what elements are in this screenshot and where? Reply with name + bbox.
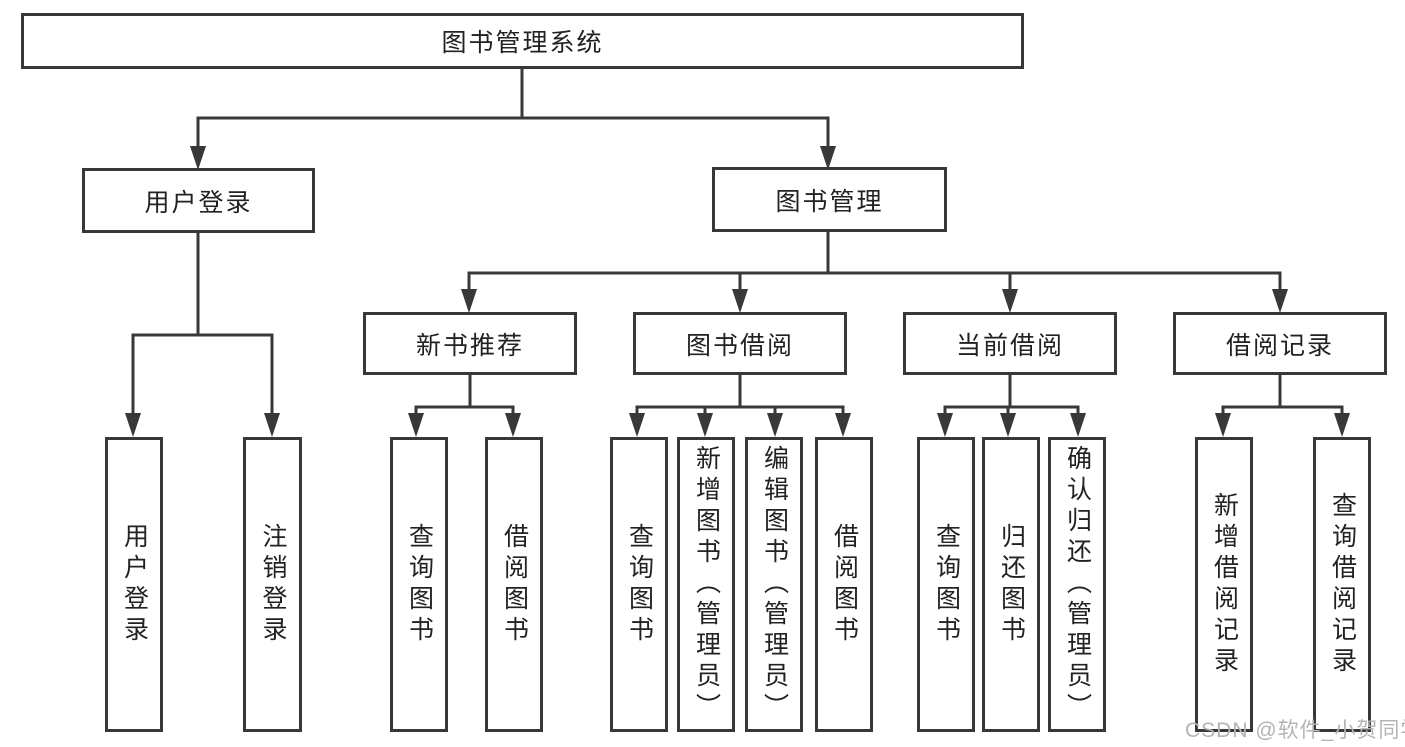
- leaf-edit-book-admin: 编辑图书（管理员）: [745, 437, 803, 732]
- leaf-query-book-current: 查询图书: [917, 437, 975, 732]
- leaf-add-book-admin: 新增图书（管理员）: [677, 437, 735, 732]
- arrow-down-icon: [125, 413, 141, 437]
- arrowheads: [125, 146, 1350, 437]
- arrow-down-icon: [461, 289, 477, 313]
- node-book-management: 图书管理: [712, 167, 947, 232]
- arrow-down-icon: [835, 413, 851, 437]
- arrow-down-icon: [1215, 413, 1231, 437]
- arrow-down-icon: [1070, 413, 1086, 437]
- leaf-query-borrow-record: 查询借阅记录: [1313, 437, 1371, 732]
- leaf-confirm-return-admin-label: 确认归还（管理员）: [1063, 445, 1092, 724]
- arrow-down-icon: [629, 413, 645, 437]
- leaf-return-book-label: 归还图书: [997, 522, 1026, 647]
- leaf-query-borrow-record-label: 查询借阅记录: [1328, 491, 1357, 678]
- leaf-query-book-borrow-label: 查询图书: [625, 522, 654, 647]
- leaf-add-borrow-record-label: 新增借阅记录: [1210, 491, 1239, 678]
- csdn-watermark: CSDN @软件_小贺同学: [1185, 719, 1405, 742]
- arrow-down-icon: [1272, 289, 1288, 313]
- leaf-return-book: 归还图书: [982, 437, 1040, 732]
- leaf-borrow-book: 借阅图书: [815, 437, 873, 732]
- arrow-down-icon: [1000, 413, 1016, 437]
- arrow-down-icon: [264, 413, 280, 437]
- node-current-borrow: 当前借阅: [903, 312, 1117, 375]
- connector-paths: [131, 69, 1344, 433]
- leaf-user-login: 用户登录: [105, 437, 163, 732]
- leaf-query-book-newbook: 查询图书: [390, 437, 448, 732]
- leaf-add-book-admin-label: 新增图书（管理员）: [692, 445, 721, 724]
- arrow-down-icon: [505, 413, 521, 437]
- leaf-borrow-book-newbook: 借阅图书: [485, 437, 543, 732]
- arrow-down-icon: [1002, 289, 1018, 313]
- node-library-management-system: 图书管理系统: [21, 13, 1024, 69]
- leaf-query-book-current-label: 查询图书: [932, 522, 961, 647]
- leaf-query-book-borrow: 查询图书: [610, 437, 668, 732]
- node-book-borrow: 图书借阅: [633, 312, 847, 375]
- leaf-edit-book-admin-label: 编辑图书（管理员）: [760, 445, 789, 724]
- leaf-add-borrow-record: 新增借阅记录: [1195, 437, 1253, 732]
- leaf-logout: 注销登录: [243, 437, 302, 732]
- arrow-down-icon: [408, 413, 424, 437]
- leaf-borrow-book-newbook-label: 借阅图书: [500, 522, 529, 647]
- arrow-down-icon: [937, 413, 953, 437]
- arrow-down-icon: [767, 413, 783, 437]
- leaf-logout-label: 注销登录: [259, 522, 287, 647]
- leaf-query-book-newbook-label: 查询图书: [405, 522, 434, 647]
- node-user-login: 用户登录: [82, 168, 315, 233]
- arrow-down-icon: [1334, 413, 1350, 437]
- node-new-book-recommend: 新书推荐: [363, 312, 577, 375]
- arrow-down-icon: [697, 413, 713, 437]
- node-borrow-record: 借阅记录: [1173, 312, 1387, 375]
- arrow-down-icon: [820, 146, 836, 170]
- arrow-down-icon: [190, 146, 206, 170]
- leaf-confirm-return-admin: 确认归还（管理员）: [1048, 437, 1106, 732]
- arrow-down-icon: [732, 289, 748, 313]
- leaf-user-login-label: 用户登录: [120, 522, 149, 647]
- leaf-borrow-book-label: 借阅图书: [830, 522, 859, 647]
